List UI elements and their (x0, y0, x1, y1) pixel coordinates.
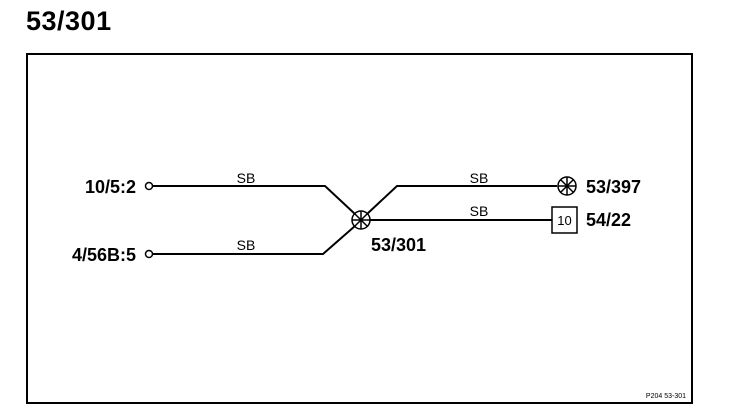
connector-label-left-top: 10/5:2 (85, 177, 136, 197)
footer-code: P204 53-301 (646, 393, 686, 400)
splice-icon (351, 210, 371, 230)
connector-label-right-top: 53/397 (586, 177, 641, 197)
wire-right-top (366, 185, 557, 215)
diagram-frame (26, 53, 693, 404)
wire-label-left-top: SB (237, 170, 256, 186)
splice-right-icon (557, 176, 577, 196)
page-title: 53/301 (26, 6, 112, 36)
terminal-left-top-icon (144, 181, 154, 191)
wire-left-bottom (152, 225, 356, 255)
connector-label-left-bottom: 4/56B:5 (72, 245, 136, 265)
splice-label: 53/301 (371, 235, 426, 255)
connector-box-number: 10 (557, 213, 571, 228)
terminal-left-bottom-icon (144, 249, 154, 259)
wire-label-right-bottom: SB (470, 203, 489, 219)
connector-label-right-bottom: 54/22 (586, 210, 631, 230)
wire-label-left-bottom: SB (237, 237, 256, 253)
connector-box (551, 206, 578, 234)
wire-label-right-top: SB (470, 170, 489, 186)
wire-left-top (152, 185, 356, 215)
